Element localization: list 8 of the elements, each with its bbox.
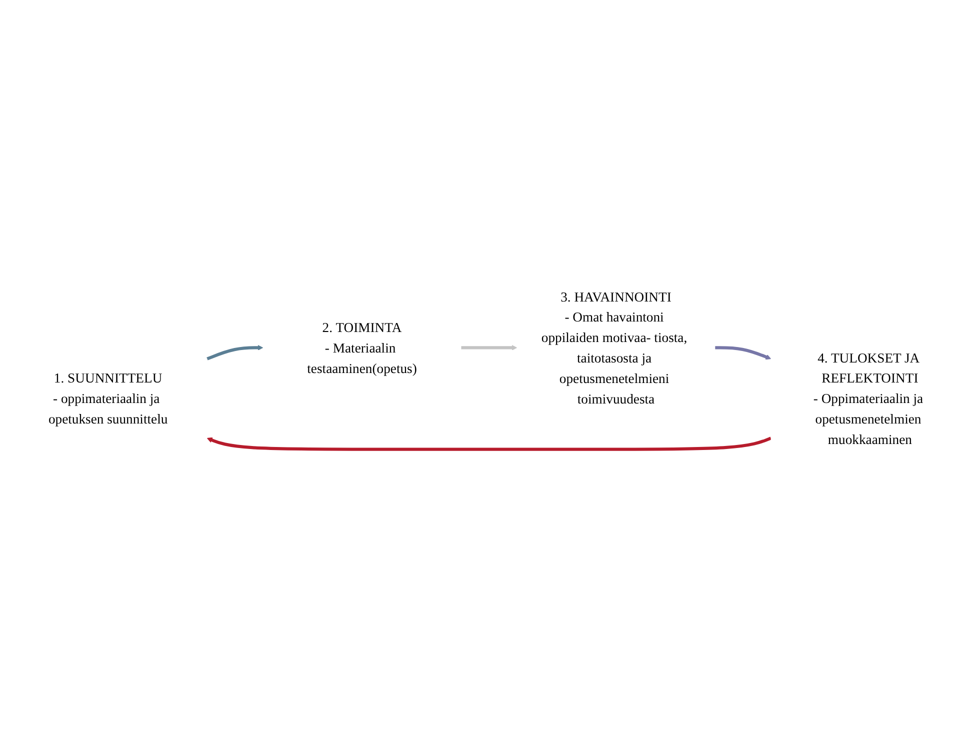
arrow: [206, 436, 772, 451]
arrow: [461, 345, 518, 350]
node-text: 3. HAVAINNOINTI - Omat havaintoni oppilaiden motivaa- tiosta, taitotasosta ja opetusmenetelmieni toimivuudesta: [541, 288, 688, 407]
node-text: 1. SUUNNITTELU - oppimateriaalin ja opetuksen suunnittelu: [48, 370, 168, 427]
node-text: 2. TOIMINTA - Materiaalin testaaminen(opetus): [307, 320, 417, 376]
node-text: 4. TULOKSET JA REFLEKTOINTI - Oppimateriaalin ja opetusmenetelmien muokkaaminen: [813, 350, 924, 448]
arrow: [206, 345, 264, 360]
arrow: [715, 346, 772, 360]
